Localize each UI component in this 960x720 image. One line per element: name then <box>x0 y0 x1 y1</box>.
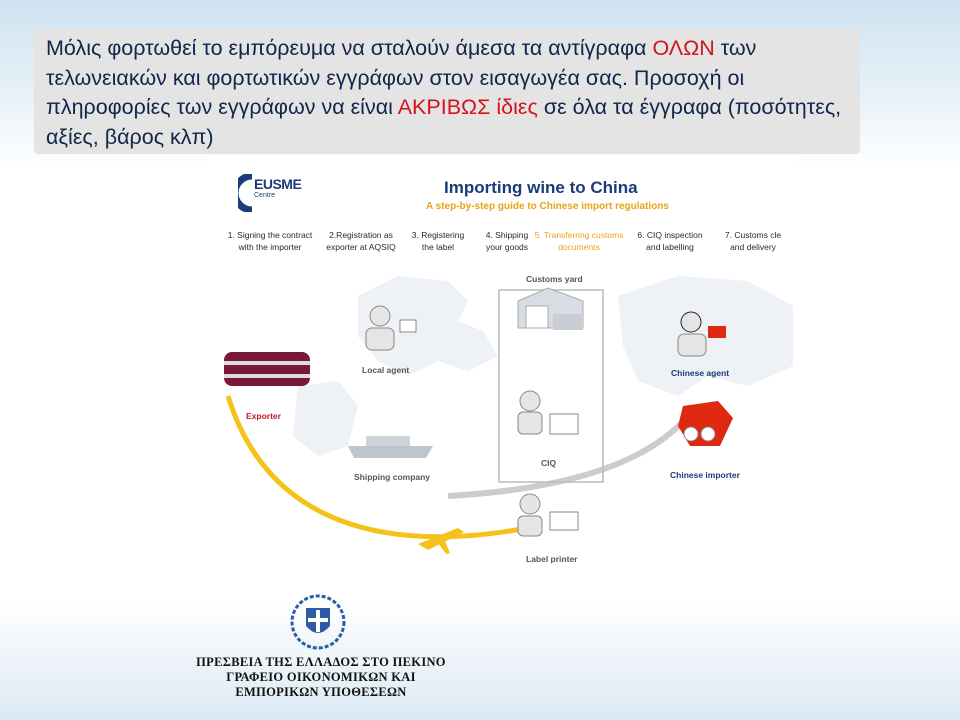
caption-text-2: των τελωνειακών και φορτωτικών εγγράφων … <box>46 36 757 119</box>
warehouse-icon <box>517 287 584 330</box>
label-chinese-agent: Chinese agent <box>671 368 730 378</box>
caption-text-3: σε όλα τα έγγραφα (ποσότητες, αξίες, βάρ… <box>46 95 842 149</box>
step-6: 6. CIQ inspection and labelling <box>637 230 703 252</box>
step-2: 2.Registration as exporter at AQSIQ <box>326 230 396 252</box>
infographic: EUSME Centre Importing wine to China A s… <box>208 156 798 566</box>
label-chinese-importer: Chinese importer <box>670 470 740 480</box>
caption-box: Μόλις φορτωθεί το εμπόρευμα να σταλούν ά… <box>34 28 860 154</box>
local-agent-icon <box>365 305 417 351</box>
world-map-shape <box>293 276 793 456</box>
chinese-agent-icon <box>677 311 726 357</box>
infographic-artwork <box>224 276 793 554</box>
step-4: 4. Shipping your goods <box>485 230 529 252</box>
footer-band <box>0 600 960 720</box>
emblem-icon <box>290 594 346 650</box>
ciq-officer-icon <box>517 390 579 435</box>
chinese-importer-icon <box>678 401 733 446</box>
wine-barrels-icon <box>224 352 310 386</box>
label-exporter: Exporter <box>246 411 281 421</box>
caption-emphasis-all: ΟΛΩΝ <box>652 36 715 60</box>
infographic-subtitle: A step-by-step guide to Chinese import r… <box>426 201 669 212</box>
embassy-line-1: ΠΡΕΣΒΕΙΑ ΤΗΣ ΕΛΛΑΔΟΣ ΣΤΟ ΠΕΚΙΝΟ <box>196 655 446 669</box>
ship-icon <box>348 436 433 458</box>
embassy-line-3: ΕΜΠΟΡΙΚΩΝ ΥΠΟΘΕΣΕΩΝ <box>235 685 407 699</box>
label-ciq: CIQ <box>541 458 557 468</box>
label-label-printer: Label printer <box>526 554 578 564</box>
label-local-agent: Local agent <box>362 365 410 375</box>
step-5: 5. Transferring customs documents <box>534 230 624 252</box>
route-arc <box>225 395 539 540</box>
embassy-text: ΠΡΕΣΒΕΙΑ ΤΗΣ ΕΛΛΑΔΟΣ ΣΤΟ ΠΕΚΙΝΟ ΓΡΑΦΕΙΟ … <box>180 655 462 700</box>
embassy-line-2: ΓΡΑΦΕΙΟ ΟΙΚΟΝΟΜΙΚΩΝ ΚΑΙ <box>226 670 416 684</box>
logo-text: EUSME <box>254 176 302 192</box>
label-printer-icon <box>517 493 579 537</box>
step-7: 7. Customs cle and delivery <box>724 230 782 252</box>
caption-emphasis-exactly: ΑΚΡΙΒΩΣ ίδιες <box>397 95 538 119</box>
step-1: 1. Signing the contract with the importe… <box>227 230 313 252</box>
infographic-title: Importing wine to China <box>444 178 638 197</box>
label-shipping-company: Shipping company <box>354 472 431 482</box>
label-customs-yard: Customs yard <box>526 274 583 284</box>
greek-emblem <box>288 592 348 652</box>
step-3: 3. Registering the label <box>411 230 465 252</box>
eusme-logo <box>238 174 288 212</box>
airplane-icon <box>418 528 464 554</box>
caption-text: Μόλις φορτωθεί το εμπόρευμα να σταλούν ά… <box>46 36 653 60</box>
eusme-logo-icon <box>238 174 253 212</box>
logo-subtext: Centre <box>254 192 276 199</box>
